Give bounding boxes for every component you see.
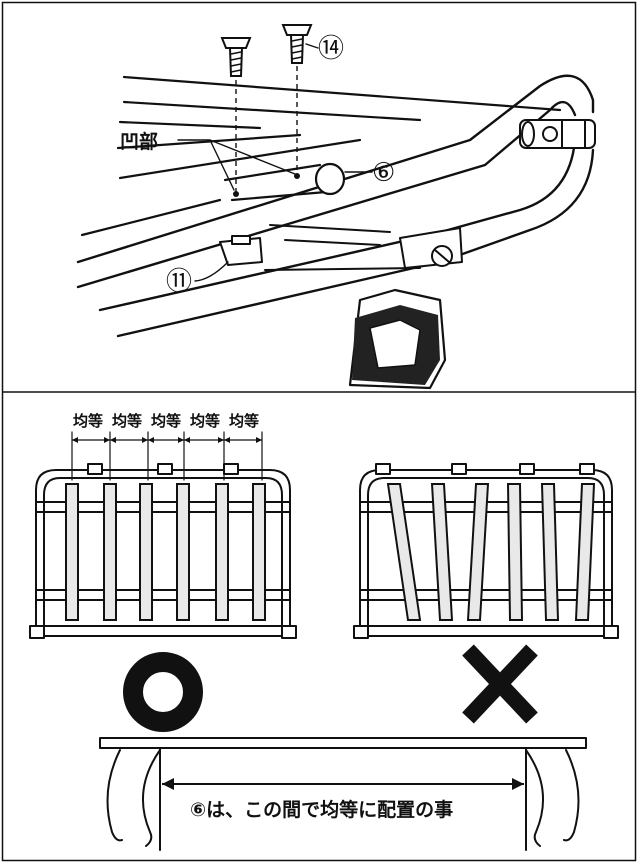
- rack-wrong: [353, 463, 619, 639]
- placement-range: [99, 737, 587, 851]
- label-part-14: ⑭: [318, 34, 344, 64]
- cross-ng-icon: [462, 644, 538, 724]
- placement-note: ⑥は、この間で均等に配置の事: [190, 798, 453, 821]
- screw-left-icon: [220, 37, 252, 77]
- label-part-6: ⑥: [372, 158, 395, 188]
- label-part-11: ⑪: [166, 267, 192, 297]
- screw-right-icon: [281, 24, 313, 64]
- circle-ok-icon: [123, 652, 203, 732]
- equal-label-1: 均等: [73, 412, 103, 430]
- equal-label-4: 均等: [190, 412, 220, 430]
- label-recess: 凹部: [120, 130, 158, 153]
- equal-spacing-row: 均等 均等 均等 均等 均等: [71, 412, 263, 481]
- foot-bracket: [348, 288, 447, 390]
- equal-label-5: 均等: [229, 412, 259, 430]
- rack-correct: [29, 463, 297, 639]
- equal-label-3: 均等: [151, 412, 181, 430]
- equal-label-2: 均等: [112, 412, 142, 430]
- assembly-illustration: [76, 24, 596, 390]
